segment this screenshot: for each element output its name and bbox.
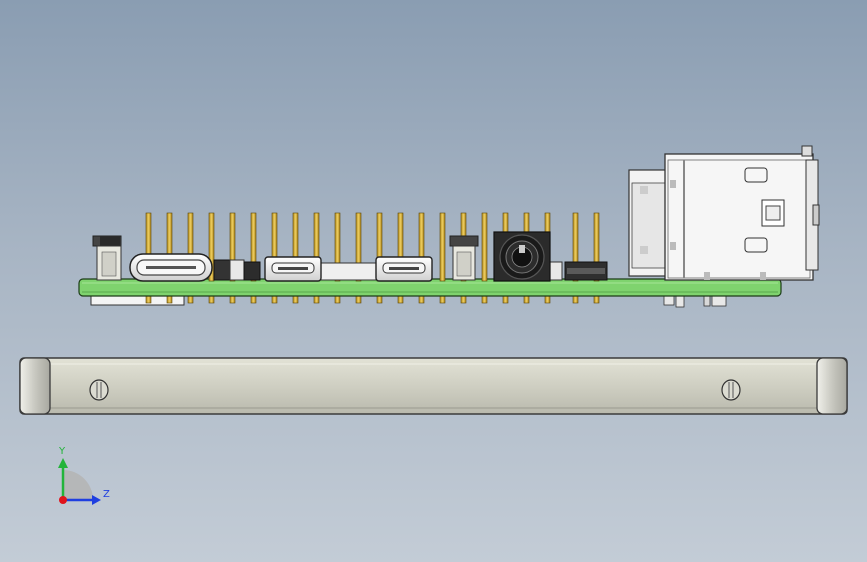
header-pin <box>250 212 257 282</box>
view-orientation-triad[interactable]: Y Z <box>58 446 110 505</box>
case-screw-left <box>89 379 109 401</box>
case-end-cap-left <box>19 357 51 415</box>
header-pin <box>355 212 362 282</box>
case-screw-right <box>721 379 741 401</box>
case-plate[interactable] <box>19 357 848 415</box>
y-axis-label: Y <box>58 446 66 457</box>
header-pin <box>208 212 215 282</box>
ethernet-usb-block <box>628 145 820 281</box>
button-block <box>449 235 479 281</box>
x-axis-dot-icon <box>59 496 67 504</box>
micro-hdmi-port-0 <box>264 256 322 282</box>
header-pin <box>572 212 579 282</box>
small-chips <box>213 259 608 281</box>
header-pin <box>334 212 341 282</box>
usb-c-port <box>129 253 213 282</box>
micro-hdmi-port-1 <box>375 256 433 282</box>
header-pin <box>439 212 446 282</box>
header-pin <box>593 212 600 282</box>
header-pin <box>481 212 488 282</box>
case-end-cap-right <box>816 357 848 415</box>
header-pin <box>229 212 236 282</box>
z-axis-arrow-icon <box>92 495 101 505</box>
led-indicator <box>92 235 122 281</box>
y-axis-arrow-icon <box>58 458 68 468</box>
pcb-assembly[interactable] <box>78 145 820 308</box>
audio-jack <box>493 231 551 282</box>
z-axis-label: Z <box>103 489 110 500</box>
